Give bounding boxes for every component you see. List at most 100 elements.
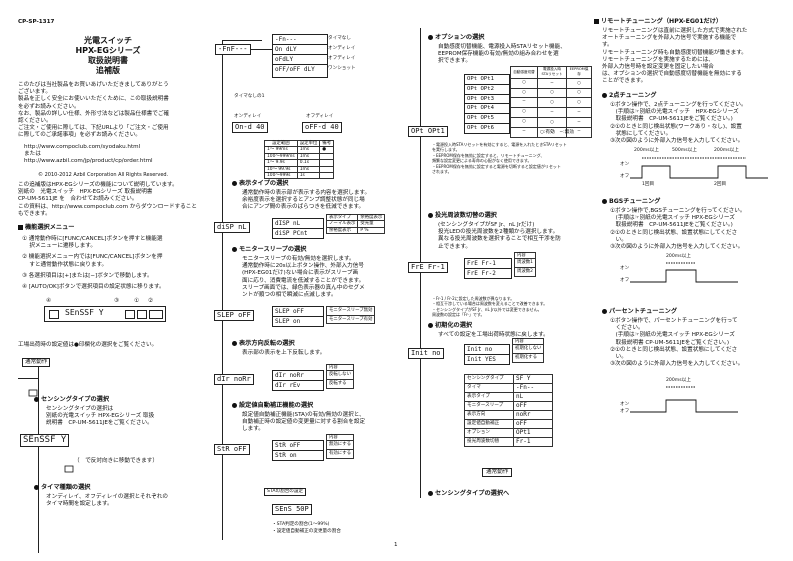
intro2-text: この追補版はHPX-EGシリーズの機能について説明しています。 別紙の 光電スイ… bbox=[18, 182, 197, 218]
url-or: または bbox=[24, 151, 41, 158]
on-label: オン bbox=[620, 266, 630, 271]
remote-heading: リモートチューニング（HPX-EG01だけ） bbox=[594, 18, 722, 26]
table-cell: 無効にする bbox=[326, 440, 354, 451]
table-cell bbox=[319, 165, 335, 174]
stability-line: します。 bbox=[242, 426, 264, 433]
table-cell: 10〜 99.9s bbox=[264, 165, 298, 174]
minus-button[interactable] bbox=[137, 310, 147, 319]
flow-line bbox=[222, 40, 223, 540]
two-point-step: 状態にしてください。 bbox=[610, 130, 672, 137]
table-row: 表示タイプ余裕度表示 bbox=[325, 213, 386, 222]
freq-options: FrE Fr-1 FrE Fr-2 bbox=[464, 258, 512, 279]
option-line: 自動感度切替機能、電源投入時STAリセット機能、 bbox=[438, 44, 566, 50]
remote-heading-text: リモートチューニング（HPX-EG01だけ） bbox=[601, 18, 723, 25]
bullet-icon bbox=[602, 92, 607, 98]
table-cell: 内容 bbox=[511, 337, 545, 346]
sta-rate-display: SEnS 50P bbox=[272, 504, 312, 515]
option-table: 自動感度切替 電源投入時STAリセット EEPROM保存 ○−○ ○○○ −○○… bbox=[510, 66, 592, 138]
remote-line: ことができます。 bbox=[602, 78, 647, 85]
table-cell bbox=[319, 152, 335, 161]
factory-note: 工場出荷時の設定値は●印欄化の選択をご覧ください。 bbox=[18, 342, 158, 348]
func-cancel-button[interactable] bbox=[149, 310, 163, 319]
monitor-sleep-display: SLEP oFF bbox=[214, 310, 254, 321]
menu-step: ③ 各選択項目は[+]または[−]ボタンで移動します。 bbox=[22, 272, 153, 279]
bgs-step: ①ボタン操作で,BGSチューニングを行ってください。 bbox=[610, 208, 746, 214]
table-row: 無効にする bbox=[326, 440, 354, 451]
display-type-opt: diSP PCnt bbox=[273, 229, 323, 238]
callout-1: ① bbox=[134, 298, 140, 304]
option-opt: OPt OPt3 bbox=[465, 94, 509, 105]
table-row: ○−○ bbox=[510, 77, 592, 89]
bullet-icon bbox=[232, 246, 237, 252]
off-label: オフ bbox=[620, 409, 630, 414]
option-opt: OPt OPt1 bbox=[465, 75, 509, 85]
plus-button[interactable] bbox=[125, 310, 135, 319]
timer-options-box: -Fn--- On dLY oFdLY oFF/oFF dLY bbox=[272, 34, 328, 78]
auto-ok-button[interactable] bbox=[49, 310, 59, 319]
sensing-heading-text: センシングタイプの選択 bbox=[41, 396, 110, 403]
bullet-icon bbox=[232, 402, 237, 408]
url-order[interactable]: http://www.azbil.com/jp/product/cp/order… bbox=[24, 158, 153, 165]
bullet-icon bbox=[602, 308, 607, 314]
intro-line: に際してのご承諾事項」を必ずお読みください。 bbox=[18, 132, 141, 139]
table-cell: 表示方向 bbox=[464, 410, 514, 420]
timer-opt: -Fn--- bbox=[273, 35, 327, 45]
sensing-line: 説明書 CP-UM-5611JEをご覧ください。 bbox=[46, 420, 153, 427]
monitor-line: スリープ画面では、緑色表示器の真ん中のセグメ bbox=[242, 284, 365, 291]
remote-line: リモートチューニングを実施するためには、 bbox=[602, 56, 714, 63]
option-note: ・EEPROM保存を無効に設定すると電源を切断すると設定値がリセット bbox=[432, 163, 561, 169]
table-cell: オプション bbox=[464, 428, 514, 438]
two-point-step: ①ボタン操作で、2点チューニングを行ってください。 bbox=[610, 102, 747, 108]
url-syodaku[interactable]: http://www.compoclub.com/syodaku.html bbox=[24, 144, 141, 150]
table-cell: 反転しない bbox=[326, 370, 354, 381]
timer-opt-label: タイマなし bbox=[328, 36, 351, 41]
bullet-icon bbox=[232, 340, 237, 346]
table-row: 初期化しない bbox=[511, 344, 545, 355]
callout-4: ④ bbox=[46, 298, 52, 304]
table-cell: 初期化しない bbox=[511, 344, 545, 355]
bgs-heading: BGSチューニング bbox=[602, 198, 660, 206]
timer-heading: タイマ種類の選択 bbox=[34, 484, 91, 492]
percent-timing-diagram: 200ms以上 オン オフ bbox=[620, 378, 750, 416]
monitor-sleep-options: SLEP oFF SLEP on bbox=[272, 306, 324, 327]
table-cell: ○ bbox=[537, 97, 567, 109]
table-cell: ○ bbox=[510, 77, 538, 89]
init-options: Init no Init YES bbox=[464, 344, 510, 365]
remote-line: は、オプションの選択で自動感度切替機能を無効にする bbox=[602, 71, 742, 78]
table-cell: ○ bbox=[566, 87, 592, 99]
menu-steps: ① 通常動作時に[FUNC/CANCEL]ボタンを押すと機能選 択メニューに遷移… bbox=[22, 236, 165, 291]
display-type-line: 余裕度表示を選択するとアンプ調整状態が同じ場 bbox=[242, 197, 365, 204]
table-cell bbox=[319, 171, 335, 180]
freq-table: 内容 周波数1 周波数2 bbox=[514, 251, 536, 278]
table-cell: 余裕度表示 bbox=[357, 213, 386, 222]
bullet-icon bbox=[34, 396, 39, 402]
freq-note: ・Fr-1 / Fr-2に設定した周波数が異なります。 bbox=[432, 296, 515, 301]
table-row: 有効にする bbox=[326, 449, 354, 460]
table-row: 内容 bbox=[326, 433, 354, 442]
stability-opt: StR oFF bbox=[273, 441, 323, 451]
two-point-timing-diagram: 200ms以上 500ms以上 200ms以上 オン オフ 1回目 2回目 bbox=[620, 148, 770, 192]
flow-line bbox=[222, 40, 262, 41]
init-display: Init no bbox=[408, 348, 444, 359]
direction-table: 内容 反転しない 反転する bbox=[326, 363, 354, 390]
table-cell: oFF bbox=[513, 401, 553, 411]
option-heading-text: オプションの選択 bbox=[435, 34, 485, 41]
menu-heading: 機能選択メニュー bbox=[18, 224, 75, 232]
flow-line bbox=[38, 367, 39, 553]
remote-lines: リモートチューニングは直前に選択した方式で実施された オートチューニングを外部入… bbox=[602, 28, 747, 86]
table-cell: タイマ bbox=[464, 383, 514, 393]
freq-heading-text: 投光周波数切替の選択 bbox=[435, 212, 497, 219]
intro2-line: CP-UM-5611JE を 合わせてお読みください。 bbox=[18, 196, 138, 203]
bullet-icon bbox=[602, 198, 607, 204]
table-row: 自動感度切替 電源投入時STAリセット EEPROM保存 bbox=[510, 66, 592, 79]
table-row: 周波数2 bbox=[514, 267, 536, 278]
off-label: オフ bbox=[620, 174, 630, 179]
table-row: ○○− bbox=[510, 117, 592, 128]
intro-line: 製品を正しく安全にお使いいただくために、この取扱説明書 bbox=[18, 96, 169, 103]
sta-rate-label: STAの割合の設定 bbox=[264, 488, 307, 496]
